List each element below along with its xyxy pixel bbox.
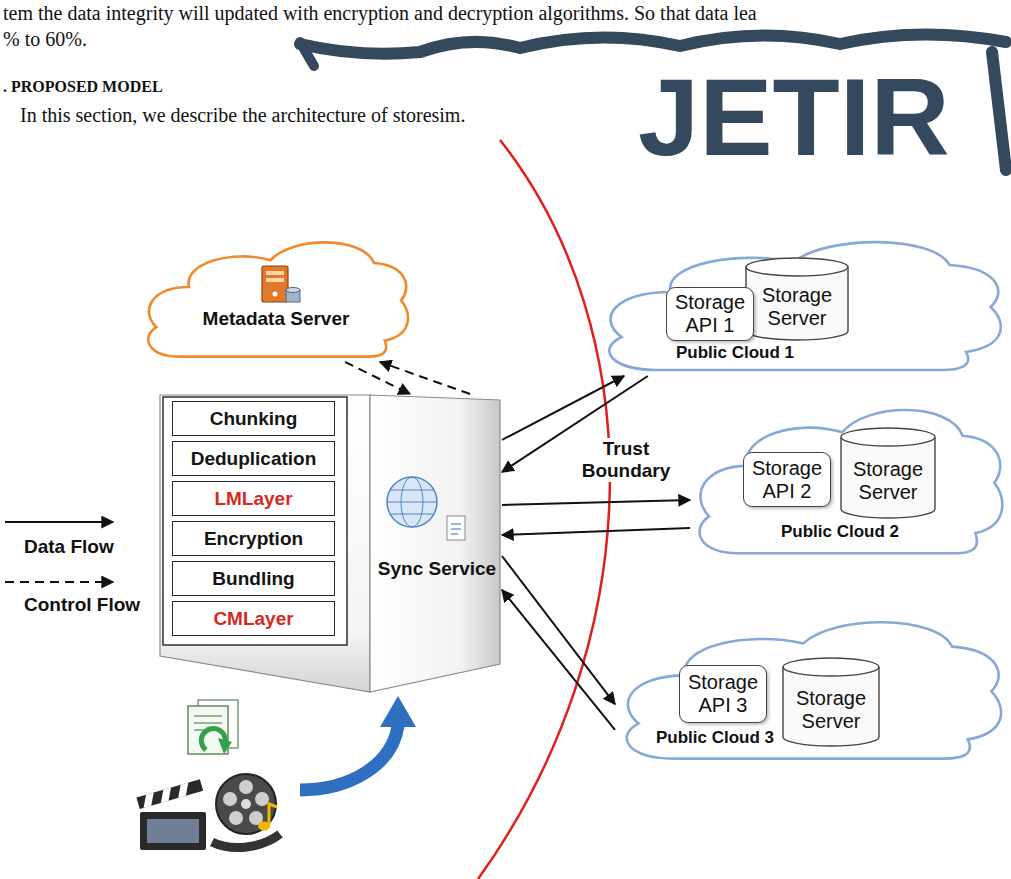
node-label: Deduplication: [191, 448, 317, 470]
trust-boundary-label: Trust Boundary: [578, 438, 674, 482]
data-flow-arrow: [502, 500, 690, 505]
public-cloud: Public Cloud 3 Storage API 3 Storage Serve…: [615, 605, 1007, 765]
cloud-outline: [700, 410, 1003, 553]
cylinder-top: [746, 258, 848, 276]
layer-box: CMLayer: [172, 601, 335, 636]
files-icon: [188, 700, 238, 754]
cylinder-body: [746, 267, 848, 340]
body-text: tem the data integrity will updated with…: [3, 2, 757, 25]
storage-server-cylinder: Storage Server: [745, 258, 849, 340]
node-label: Storage API 3: [685, 671, 761, 717]
node-label: CMLayer: [213, 608, 293, 630]
shield-side: [992, 52, 1006, 170]
body-text: % to 60%.: [3, 28, 87, 51]
shield-band: [300, 34, 1006, 53]
node-label: Storage Server: [791, 687, 871, 733]
node-label: Bundling: [212, 568, 294, 590]
layer-box: LMLayer: [172, 481, 335, 516]
cloud-outline: [148, 242, 408, 356]
cloud-outline: [609, 242, 1001, 370]
node-label: Public Cloud 2: [781, 522, 899, 542]
layer-box: Bundling: [172, 561, 335, 596]
node-label: Sync Service: [378, 558, 496, 580]
document-icon: [447, 516, 465, 540]
node-label: Storage API 1: [672, 291, 748, 337]
server-icon: [262, 266, 300, 302]
layer-box: Encryption: [172, 521, 335, 556]
storage-api-box: Storage API 3: [679, 665, 767, 723]
cloud-outline: [627, 622, 1001, 758]
public-cloud: Public Cloud 2 Storage API 2 Storage Serve…: [690, 392, 1007, 560]
section-heading: . PROPOSED MODEL: [3, 78, 163, 96]
upload-arrow: [300, 696, 416, 790]
node-label: Storage Server: [848, 458, 928, 504]
film-reel-icon: [212, 774, 280, 848]
layer-box: Chunking: [172, 401, 335, 436]
legend-sample: [5, 581, 113, 583]
node-label: Chunking: [210, 408, 298, 430]
metadata-server-cloud: Metadata Server: [140, 228, 412, 362]
node-label: Encryption: [204, 528, 303, 550]
box-side: [370, 395, 500, 692]
cylinder-body: [783, 667, 879, 746]
globe-icon: [387, 477, 437, 527]
node-label: Metadata Server: [203, 308, 350, 330]
cylinder-top: [783, 658, 879, 676]
storage-api-box: Storage API 2: [743, 452, 831, 507]
node-label: Storage Server: [757, 284, 837, 330]
control-flow-arrow: [380, 362, 470, 394]
film-clapper-icon: [136, 779, 206, 850]
data-flow-arrow: [502, 590, 615, 730]
node-label: LMLayer: [214, 488, 292, 510]
data-flow-arrow: [502, 376, 624, 440]
layer-stack-frame: [163, 397, 347, 645]
cylinder-top: [841, 428, 935, 446]
data-flow-arrow: [502, 528, 690, 535]
sync-service-box: Sync Service ChunkingDeduplicationLMLayer…: [155, 394, 502, 694]
legend-label: Data Flow: [24, 536, 114, 558]
control-flow-arrow: [345, 362, 410, 394]
node-label: Public Cloud 3: [656, 728, 774, 748]
legend-sample: [5, 521, 113, 523]
body-text: In this section, we describe the archite…: [20, 104, 465, 127]
data-flow-arrow: [502, 556, 615, 704]
cloud-outline: [140, 228, 412, 362]
storage-server-cylinder: Storage Server: [840, 428, 936, 518]
storage-api-box: Storage API 1: [666, 287, 754, 341]
node-label: Storage API 2: [749, 457, 825, 503]
shield-side: [300, 42, 314, 66]
layer-box: Deduplication: [172, 441, 335, 476]
box-front: [160, 395, 370, 692]
cylinder-body: [841, 437, 935, 518]
public-cloud: Public Cloud 1 Storage API 1Storage Serve…: [597, 226, 1007, 376]
storage-server-cylinder: Storage Server: [782, 658, 880, 746]
node-label: Public Cloud 1: [676, 343, 794, 363]
legend-label: Control Flow: [24, 594, 140, 616]
watermark: JETIR: [638, 62, 950, 172]
